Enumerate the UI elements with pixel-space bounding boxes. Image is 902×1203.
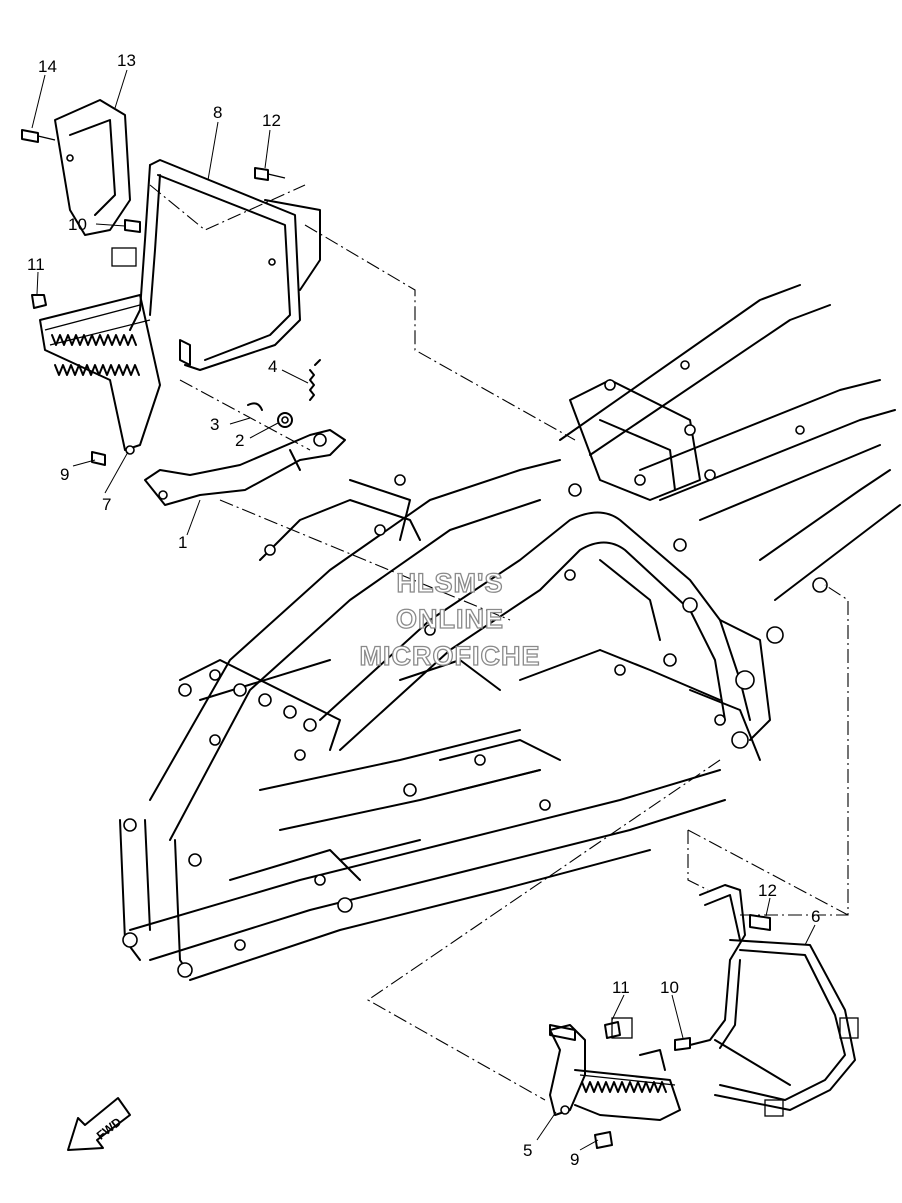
small-parts-2-3-4 <box>247 359 321 428</box>
footrest-bracket-6 <box>689 884 859 1117</box>
part-label-8: 8 <box>213 103 222 122</box>
footrest-7 <box>39 294 161 455</box>
part-label-12-bottom: 12 <box>758 881 777 900</box>
assembly-leader-lines <box>149 184 849 1101</box>
fasteners-top-left <box>21 129 286 466</box>
part-label-10-bottom: 10 <box>660 978 679 997</box>
fwd-label: FWD <box>94 1114 124 1142</box>
part-label-11-top: 11 <box>27 255 45 274</box>
part-label-4: 4 <box>268 357 277 376</box>
part-label-11-bottom: 11 <box>612 978 630 997</box>
label-leaders <box>31 69 816 1151</box>
watermark-line-1: HLSM'S <box>397 568 504 598</box>
part-label-2: 2 <box>235 431 244 450</box>
watermark-line-3: MICROFICHE <box>360 641 541 671</box>
part-label-3: 3 <box>210 415 219 434</box>
part-label-9-bottom: 9 <box>570 1150 579 1169</box>
brake-pedal-1 <box>144 429 346 506</box>
part-label-10-top: 10 <box>68 215 87 234</box>
part-label-12-top: 12 <box>262 111 281 130</box>
fwd-arrow-icon: FWD <box>67 1097 131 1151</box>
part-label-5: 5 <box>523 1141 532 1160</box>
watermark: HLSM'S ONLINE MICROFICHE <box>359 567 541 671</box>
part-label-13: 13 <box>117 51 136 70</box>
part-label-14: 14 <box>38 57 57 76</box>
frame-assembly <box>119 284 901 981</box>
part-labels: 14 13 8 12 10 11 4 3 2 9 7 1 12 6 11 10 … <box>27 51 820 1169</box>
part-label-9-top: 9 <box>60 465 69 484</box>
part-label-6: 6 <box>811 907 820 926</box>
part-label-7: 7 <box>102 495 111 514</box>
part-label-1: 1 <box>178 533 187 552</box>
guard-13 <box>54 99 131 236</box>
footrest-5 <box>549 1017 691 1149</box>
footrest-bracket-8 <box>129 159 321 371</box>
watermark-line-2: ONLINE <box>396 604 504 634</box>
